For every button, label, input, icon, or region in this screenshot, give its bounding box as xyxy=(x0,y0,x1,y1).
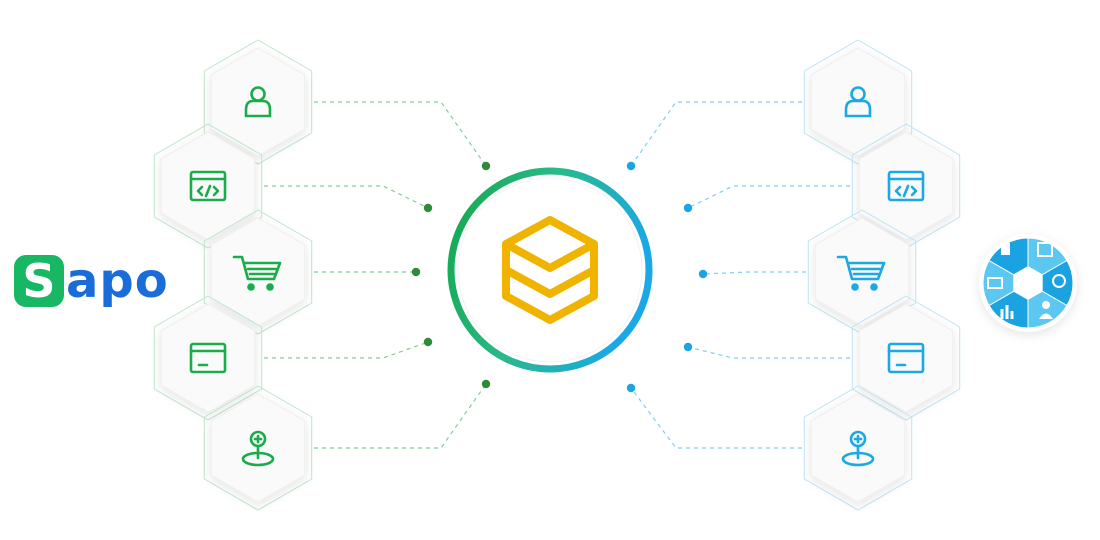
shopping-cart-icon xyxy=(232,255,282,291)
right-node-location-pin xyxy=(803,385,913,511)
right-node-code-window xyxy=(851,123,961,249)
left-node-code-window xyxy=(153,123,263,249)
right-connector-dot xyxy=(626,383,636,393)
left-connector-line xyxy=(314,101,487,167)
right-connector-line xyxy=(630,101,802,167)
right-connector-dot xyxy=(683,342,693,352)
location-pin-icon xyxy=(841,430,875,467)
card-window-icon xyxy=(189,342,227,374)
app-modules-wheel-icon xyxy=(979,234,1077,332)
stacked-layers-icon xyxy=(502,216,598,324)
left-connector-dot xyxy=(411,267,421,277)
left-connector-line xyxy=(314,383,487,449)
user-icon xyxy=(844,86,872,118)
left-connector-dot xyxy=(423,203,433,213)
user-icon xyxy=(244,86,272,118)
right-connector-dot xyxy=(626,161,636,171)
left-connector-line xyxy=(264,185,429,209)
sapo-logo: S apo xyxy=(14,246,184,316)
left-connector-dot xyxy=(423,337,433,347)
left-connector-dot xyxy=(481,379,491,389)
left-node-user xyxy=(203,39,313,165)
code-window-icon xyxy=(189,170,227,202)
right-node-column xyxy=(803,39,961,511)
right-connector-line xyxy=(630,387,802,449)
left-node-location-pin xyxy=(203,385,313,511)
sapo-logo-text: apo xyxy=(66,253,169,309)
connector-lines xyxy=(264,101,850,449)
right-connector-dot xyxy=(683,203,693,213)
card-window-icon xyxy=(887,342,925,374)
right-connector-line xyxy=(687,185,850,209)
code-window-icon xyxy=(887,170,925,202)
left-node-shopping-cart xyxy=(203,209,313,335)
right-node-user xyxy=(803,39,913,165)
location-pin-icon xyxy=(241,430,275,467)
central-hub xyxy=(447,167,653,373)
sapo-logo-mark: S xyxy=(14,255,64,307)
left-node-column xyxy=(153,39,313,511)
right-connector-line xyxy=(702,271,806,275)
right-node-card-window xyxy=(851,295,961,421)
left-connector-dot xyxy=(481,161,491,171)
left-node-card-window xyxy=(153,295,263,421)
shopping-cart-icon xyxy=(836,255,886,291)
left-connector-line xyxy=(264,341,429,359)
right-connector-dot xyxy=(698,269,708,279)
right-connector-line xyxy=(687,346,850,359)
